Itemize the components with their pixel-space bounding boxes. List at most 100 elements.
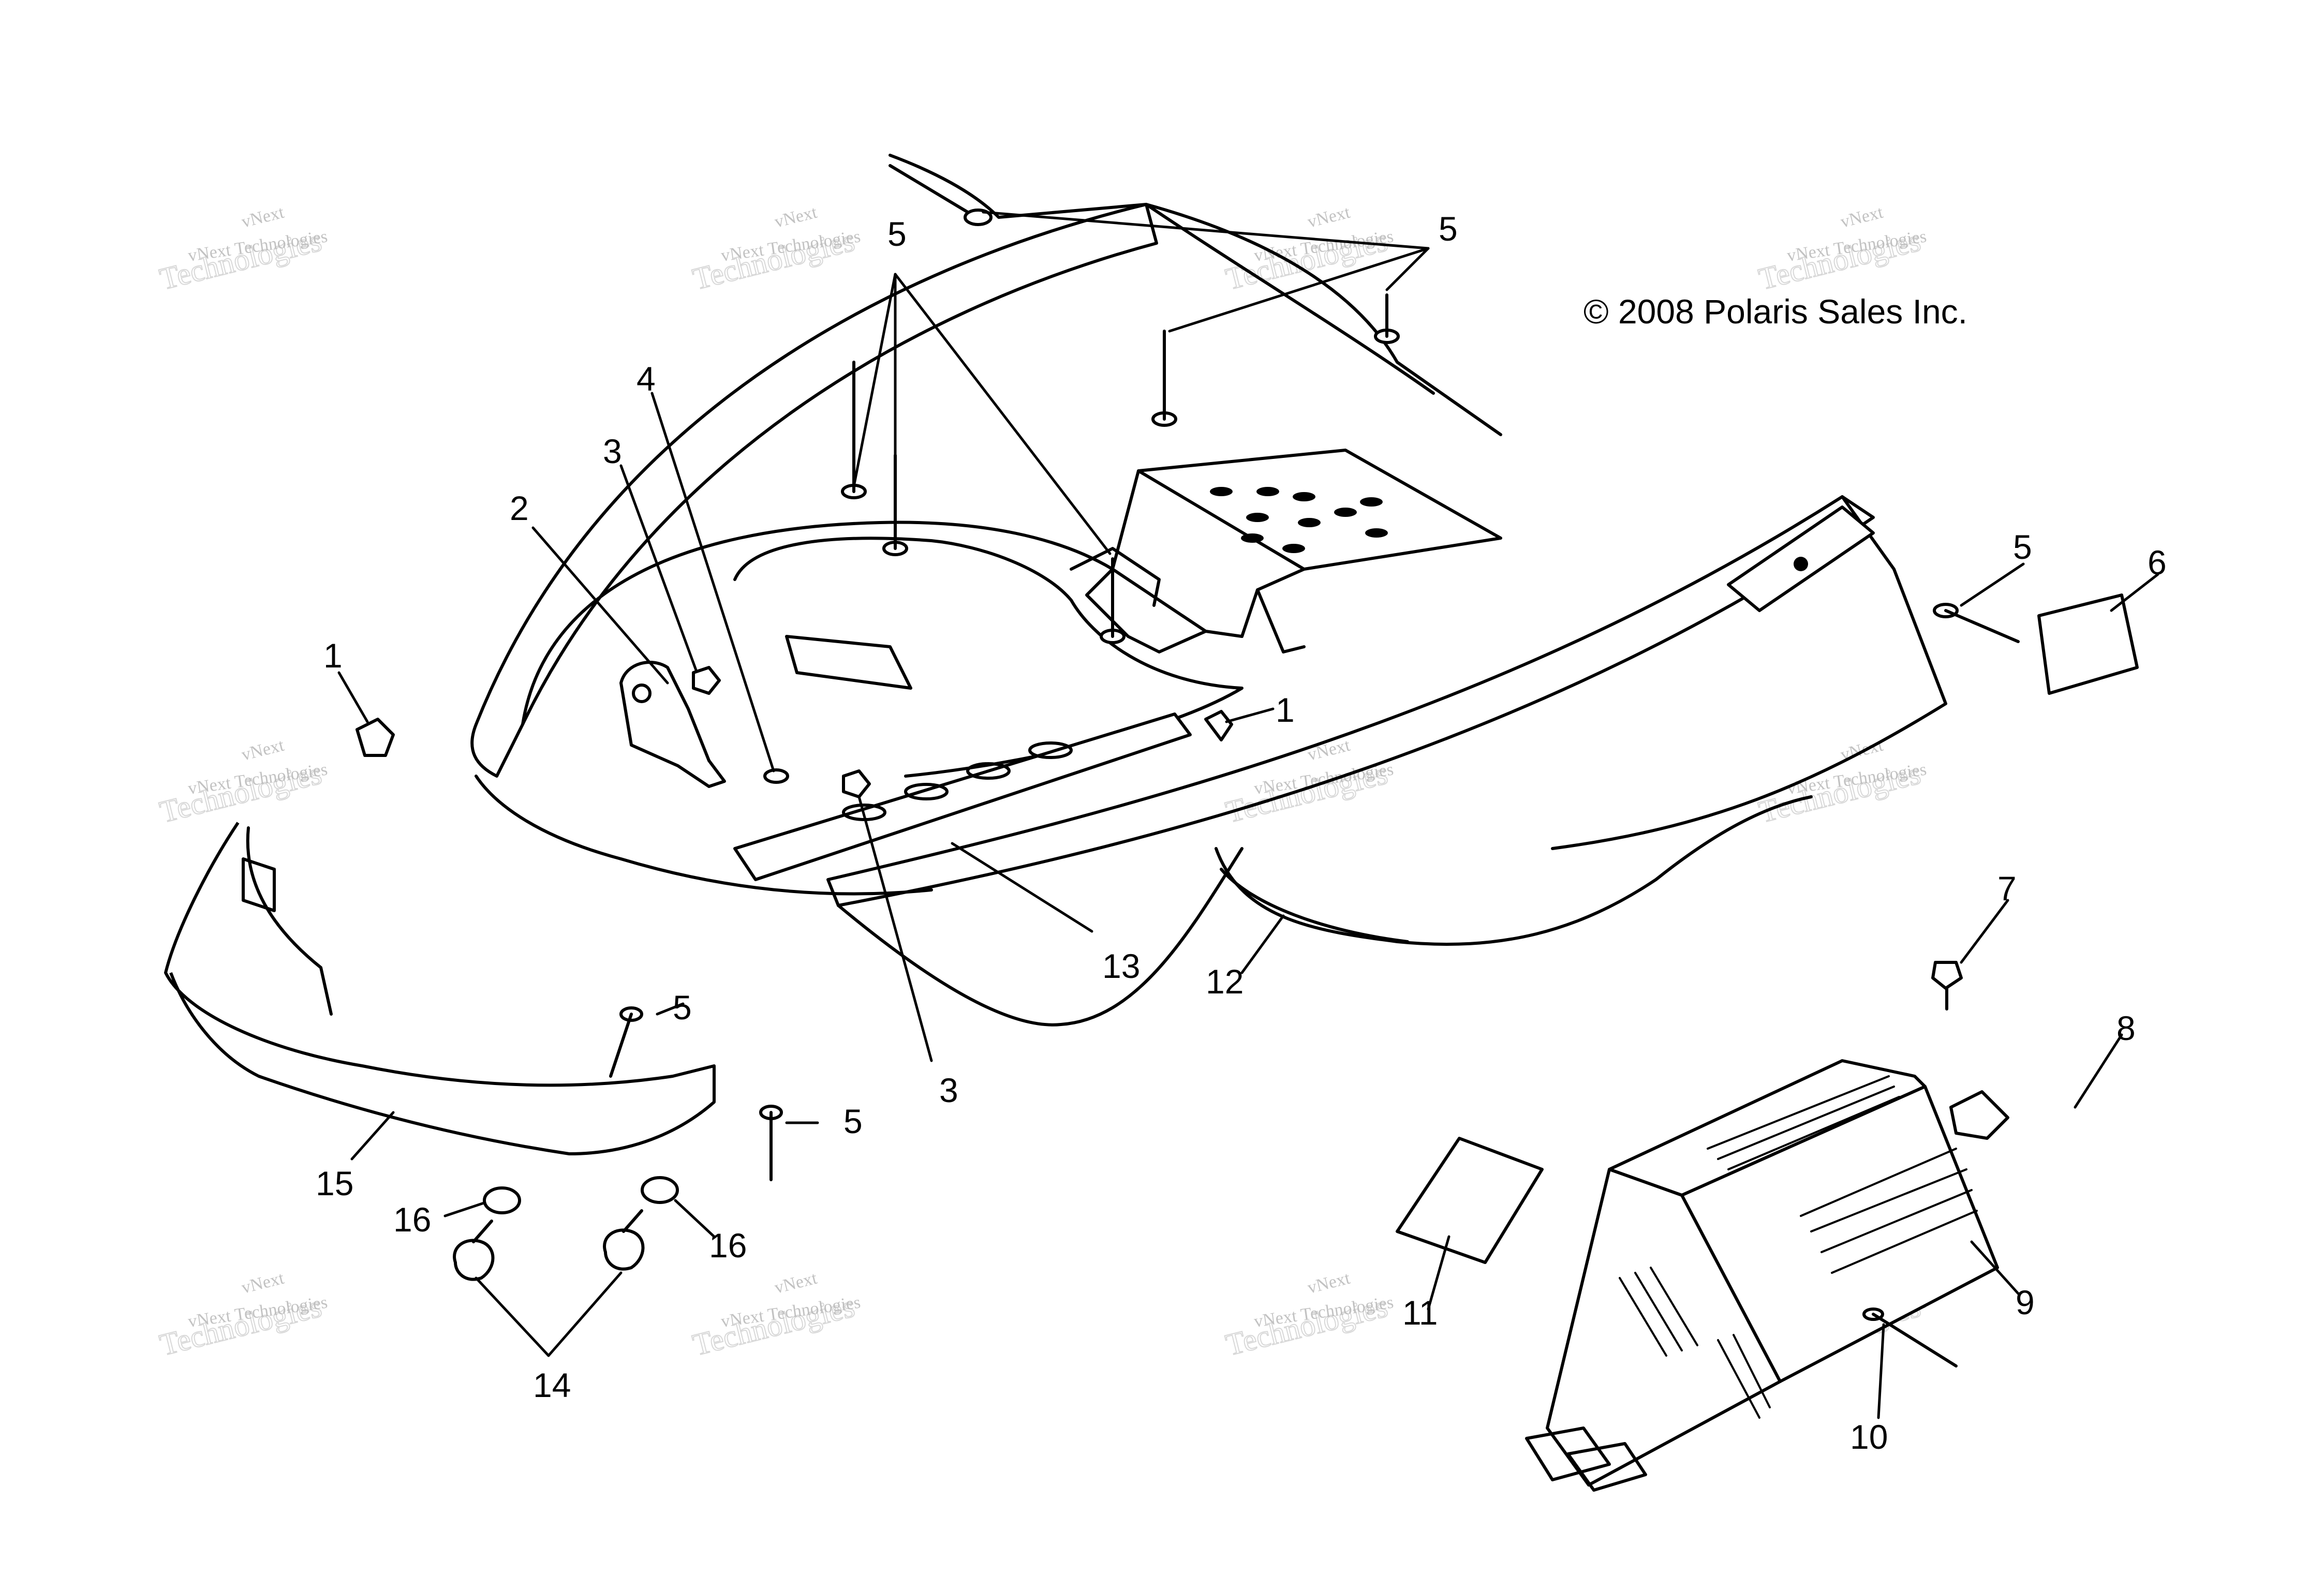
- brace-hole: [966, 762, 1011, 780]
- callout-5: 5: [2013, 528, 2032, 566]
- callout-5: 5: [887, 215, 907, 253]
- seat-mount-slots: [1210, 487, 1388, 553]
- svg-text:vNext: vNext: [240, 736, 286, 765]
- washer-16-right: [641, 1176, 679, 1204]
- watermark: vNext vNext Technologies Technologies: [1222, 1269, 1395, 1363]
- rivet: [889, 164, 993, 226]
- rivet: [1374, 293, 1400, 344]
- washer-16-left: [483, 1186, 521, 1214]
- callout-3: 3: [603, 432, 622, 470]
- small-brace: [785, 635, 912, 690]
- watermark: vNext vNext Technologies Technologies: [689, 203, 862, 297]
- callout-6: 6: [2148, 543, 2167, 582]
- callout-15: 15: [316, 1164, 353, 1202]
- callout-10: 10: [1850, 1418, 1888, 1456]
- clip-8: [1949, 1090, 2009, 1140]
- bumper-inner-flange: [246, 826, 333, 1016]
- clip-1-left: [356, 718, 395, 757]
- side-rail-right-end: [1551, 495, 1947, 850]
- svg-text:Technologies: Technologies: [156, 1289, 325, 1362]
- nut-3-lower: [842, 769, 871, 798]
- callout-3: 3: [939, 1071, 958, 1109]
- hood-upper-edge: [889, 154, 1435, 395]
- svg-text:Technologies: Technologies: [156, 756, 325, 829]
- svg-text:Technologies: Technologies: [689, 223, 858, 296]
- brace-hole: [1028, 741, 1073, 759]
- decal-11: [1396, 1137, 1544, 1264]
- tub-inner-rim: [521, 521, 1114, 726]
- rivet-10: [1862, 1307, 1958, 1368]
- rivet: [759, 1105, 783, 1181]
- svg-text:vNext: vNext: [240, 203, 286, 232]
- bracket-2-body: [619, 661, 726, 788]
- svg-text:Technologies: Technologies: [1755, 223, 1924, 296]
- bumper-body: [164, 822, 716, 1155]
- callout-9: 9: [2016, 1283, 2035, 1321]
- side-rail-top: [826, 495, 1875, 907]
- callout-12: 12: [1206, 962, 1244, 1001]
- svg-text:vNext: vNext: [1306, 1269, 1352, 1298]
- bracket-2-hole: [632, 683, 652, 703]
- callout-4: 4: [636, 360, 656, 398]
- callout-5: 5: [1439, 210, 1458, 248]
- callout-5: 5: [843, 1102, 863, 1140]
- seat-mount-plate: [1137, 449, 1502, 571]
- washer-4: [763, 768, 789, 784]
- nut-3-upper: [692, 666, 721, 695]
- svg-text:vNext: vNext: [773, 203, 819, 232]
- watermark: vNext vNext Technologies Technologies: [1222, 203, 1395, 297]
- svg-text:Technologies: Technologies: [1222, 1289, 1391, 1362]
- rear-handle-hole: [1794, 557, 1808, 571]
- callout-13: 13: [1102, 947, 1140, 985]
- rivet: [1100, 557, 1126, 644]
- cross-brace-plate: [733, 712, 1192, 881]
- brace-hole: [904, 783, 949, 800]
- seat-mount-bracket: [1070, 449, 1502, 653]
- watermark: vNext vNext Technologies Technologies: [1755, 203, 1928, 297]
- callout-16: 16: [393, 1200, 431, 1239]
- tub-front-lip: [475, 775, 933, 896]
- clip-1-right: [1204, 710, 1233, 741]
- copyright-notice: © 2008 Polaris Sales Inc.: [1583, 292, 1967, 331]
- watermark: vNext vNext Technologies Technologies: [156, 736, 329, 830]
- callout-1: 1: [323, 636, 343, 675]
- belly-pan-assembly: [470, 154, 1947, 1027]
- cross-brace-13: [733, 712, 1192, 881]
- heat-shield-front: [1546, 1168, 1782, 1487]
- mount-bracket-2: [619, 635, 912, 788]
- rivet: [841, 361, 867, 499]
- front-bumper-15: [164, 822, 716, 1155]
- seat-mount-leg: [1070, 547, 1306, 653]
- side-panel-lower: [837, 847, 1244, 1027]
- leader-lines: [337, 211, 2159, 1419]
- screws-14: [453, 1209, 645, 1281]
- watermark: vNext vNext Technologies Technologies: [156, 1269, 329, 1363]
- callout-16: 16: [709, 1226, 747, 1265]
- svg-text:vNext: vNext: [1306, 203, 1352, 232]
- belly-skid-12: [1215, 795, 1813, 946]
- callout-14: 14: [533, 1366, 571, 1404]
- watermark: vNext vNext Technologies Technologies: [689, 1269, 862, 1363]
- bolt-7: [1931, 961, 1963, 1011]
- callout-8: 8: [2116, 1009, 2136, 1047]
- rivet: [1933, 603, 2020, 643]
- callout-2: 2: [510, 489, 529, 527]
- decal-6: [2037, 593, 2139, 695]
- callout-labels: 1 1 2 3 3 4 5 5 5 5 5 6 7 8 9 10 11 12 1…: [316, 210, 2167, 1456]
- callout-11: 11: [1402, 1294, 1438, 1332]
- svg-text:Technologies: Technologies: [1755, 756, 1924, 829]
- rivet: [609, 1006, 643, 1078]
- svg-text:vNext: vNext: [240, 1269, 286, 1298]
- svg-text:Technologies: Technologies: [689, 1289, 858, 1362]
- svg-text:vNext: vNext: [773, 1269, 819, 1298]
- heat-shield-vent-pattern: [1619, 1075, 1978, 1419]
- hood-shell-outline: [470, 203, 1158, 778]
- rivet: [1151, 330, 1177, 427]
- rivets-5: [609, 164, 2020, 1181]
- callout-1: 1: [1276, 691, 1295, 729]
- svg-text:vNext: vNext: [1839, 203, 1885, 232]
- callout-5: 5: [673, 988, 692, 1027]
- watermark: vNext vNext Technologies Technologies: [1222, 736, 1395, 830]
- svg-text:Technologies: Technologies: [156, 223, 325, 296]
